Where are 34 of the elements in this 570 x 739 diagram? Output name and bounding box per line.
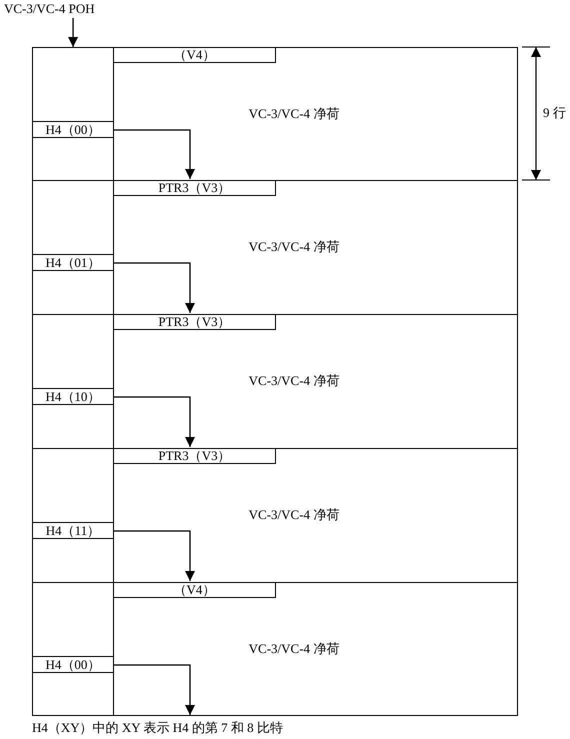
pointer-box: PTR3（V3） bbox=[114, 448, 276, 464]
pointer-box: PTR3（V3） bbox=[114, 180, 276, 196]
h4-box: H4（11） bbox=[32, 522, 114, 539]
payload-area bbox=[113, 448, 518, 583]
dimension-label: 9 行 bbox=[543, 105, 566, 120]
payload-text: VC-3/VC-4 净荷 bbox=[248, 507, 340, 522]
poh-column bbox=[32, 47, 114, 181]
arrow bbox=[113, 530, 195, 581]
pointer-box: （V4） bbox=[114, 582, 276, 598]
poh-column bbox=[32, 448, 114, 583]
h4-box: H4（01） bbox=[32, 254, 114, 271]
arrow bbox=[113, 396, 195, 447]
payload-text: VC-3/VC-4 净荷 bbox=[248, 641, 340, 656]
payload-area bbox=[113, 314, 518, 449]
caption: H4（XY）中的 XY 表示 H4 的第 7 和 8 比特 bbox=[32, 720, 283, 735]
poh-column bbox=[32, 314, 114, 449]
arrow bbox=[113, 129, 195, 179]
arrow bbox=[113, 262, 195, 313]
arrow bbox=[113, 664, 195, 715]
poh-label: VC-3/VC-4 POH bbox=[4, 1, 154, 18]
poh-column bbox=[32, 582, 114, 716]
payload-area bbox=[113, 180, 518, 315]
pointer-box: （V4） bbox=[114, 47, 276, 63]
pointer-box: PTR3（V3） bbox=[114, 314, 276, 330]
arrow bbox=[68, 18, 78, 47]
poh-column bbox=[32, 180, 114, 315]
payload-text: VC-3/VC-4 净荷 bbox=[248, 106, 340, 121]
payload-text: VC-3/VC-4 净荷 bbox=[248, 373, 340, 388]
h4-box: H4（00） bbox=[32, 656, 114, 673]
h4-box: H4（00） bbox=[32, 121, 114, 138]
payload-text: VC-3/VC-4 净荷 bbox=[248, 239, 340, 254]
payload-area bbox=[113, 47, 518, 181]
h4-box: H4（10） bbox=[32, 388, 114, 405]
payload-area bbox=[113, 582, 518, 716]
